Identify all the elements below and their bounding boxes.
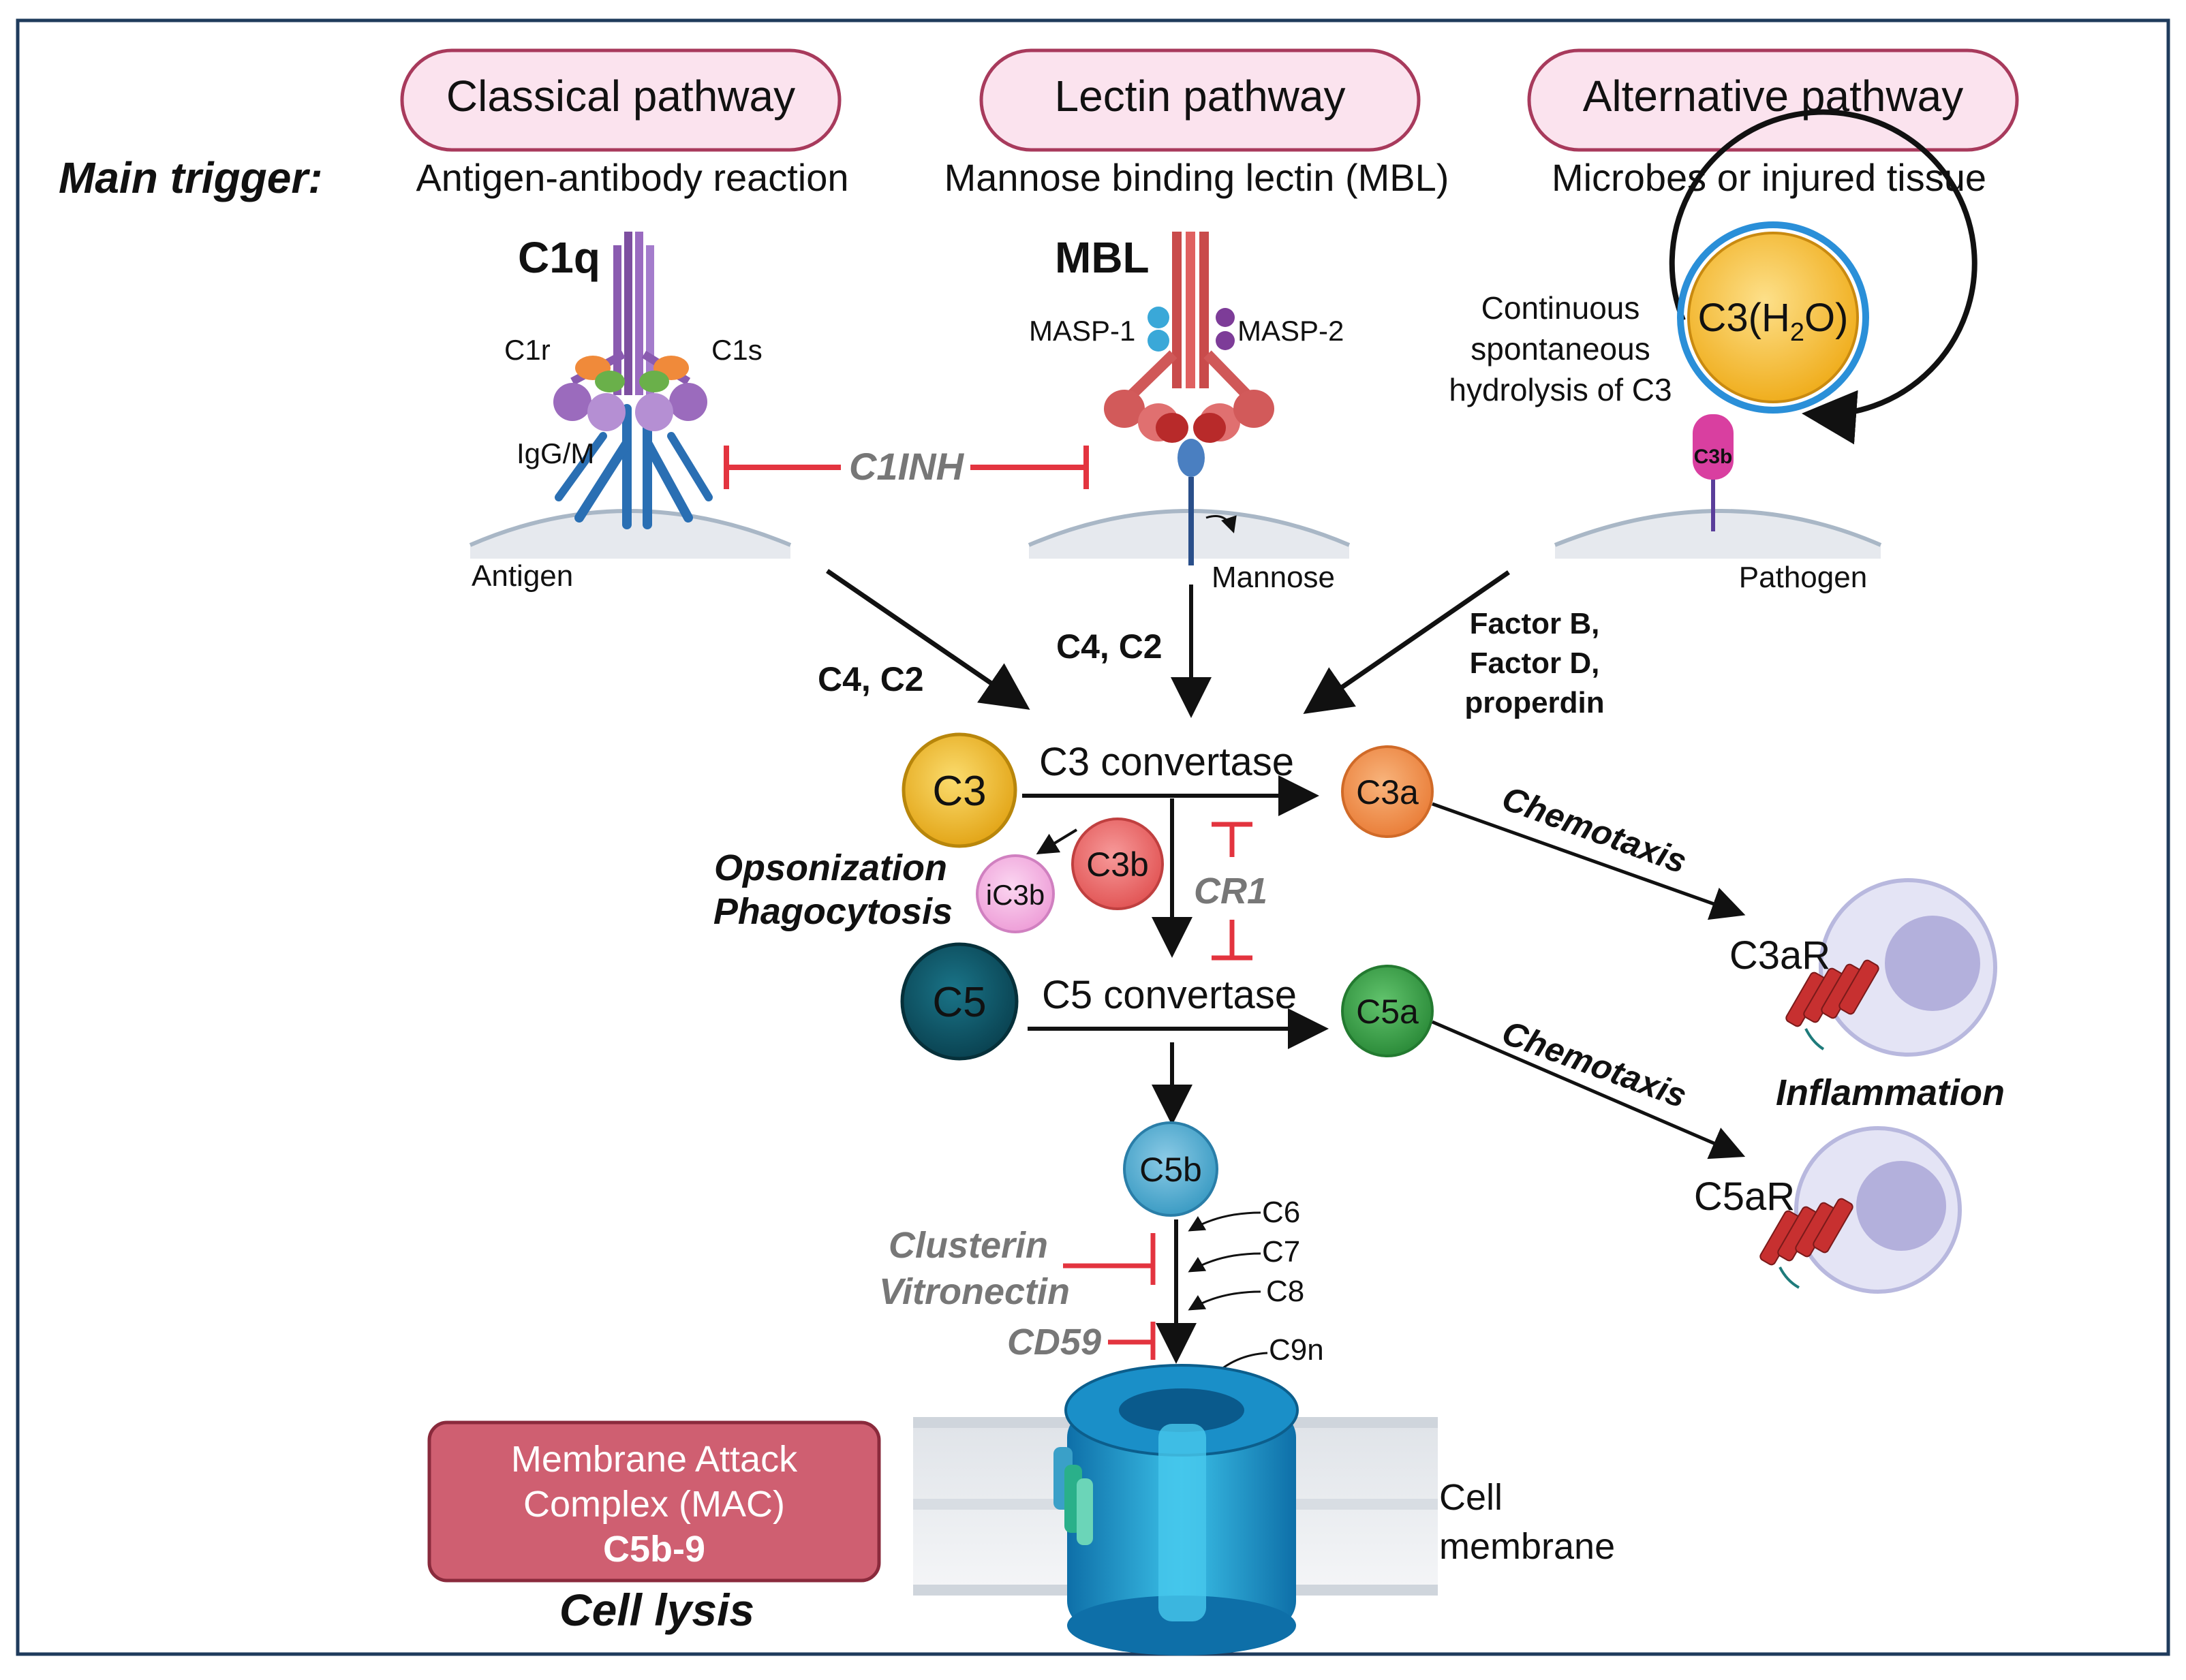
c1r-label: C1r: [504, 334, 551, 366]
c3-convertase-label: C3 convertase: [1039, 740, 1294, 784]
alt-factor-line1: Factor B,: [1470, 607, 1600, 640]
alt-factor-line2: Factor D,: [1470, 647, 1600, 680]
terminal-pathway: C6 C7 C8 C9n Clusterin Vitronectin CD59: [879, 1196, 1324, 1419]
hydrolysis-line3: hydrolysis of C3: [1449, 372, 1672, 407]
c5b-node: [1123, 1121, 1218, 1217]
c5-node: [900, 942, 1019, 1061]
lectin-mbl-illustration: MBL MASP-1 MASP-2 Mannose: [1028, 232, 1351, 594]
vitronectin-label: Vitronectin: [879, 1271, 1070, 1312]
c5-label: C5: [932, 979, 986, 1026]
c6-label: C6: [1262, 1196, 1300, 1229]
membrane-line1: Cell: [1439, 1477, 1503, 1518]
alternative-pathway-pill: Alternative pathway: [1527, 48, 2019, 152]
c1q-label: C1q: [518, 233, 600, 282]
igg-m-label: IgG/M: [517, 437, 594, 469]
alternative-trigger: Microbes or injured tissue: [1552, 156, 1986, 199]
mannose-label: Mannose: [1212, 561, 1335, 594]
mac-line1: Membrane Attack: [511, 1439, 798, 1480]
cd59-label: CD59: [1007, 1322, 1101, 1363]
pathogen-label: Pathogen: [1739, 561, 1867, 594]
c5a-label: C5a: [1356, 993, 1419, 1031]
masp1-label: MASP-1: [1029, 315, 1135, 347]
c8-label: C8: [1266, 1275, 1304, 1308]
mac-line3: C5b-9: [603, 1529, 705, 1570]
c3ar-label: C3aR: [1729, 933, 1830, 978]
c3-convertase-stage: C3 C3 convertase C3a C3b iC3b Opsonizati…: [713, 732, 1434, 961]
membrane-line2: membrane: [1439, 1526, 1615, 1567]
mac-line2: Complex (MAC): [523, 1484, 785, 1525]
hydrolysis-line2: spontaneous: [1471, 331, 1650, 367]
main-trigger-label: Main trigger:: [59, 153, 323, 202]
cell-lysis-label: Cell lysis: [559, 1585, 754, 1635]
antigen-label: Antigen: [472, 559, 573, 593]
phagocytosis-label: Phagocytosis: [713, 891, 953, 932]
c1inh-inhibitor: C1INH: [724, 445, 1089, 489]
lectin-pathway-title: Lectin pathway: [1055, 72, 1346, 121]
c1s-label: C1s: [711, 334, 763, 366]
ic3b-label: iC3b: [986, 879, 1045, 911]
inflammation-label: Inflammation: [1776, 1072, 2005, 1113]
lectin-factors: C4, C2: [1056, 627, 1163, 666]
c3-node: [902, 732, 1017, 848]
c3h2o-node: [1687, 232, 1859, 403]
masp2-label: MASP-2: [1237, 315, 1344, 347]
c3a-node: [1341, 745, 1434, 838]
c3-label: C3: [932, 768, 986, 815]
cr1-label: CR1: [1194, 871, 1267, 912]
c5b-label: C5b: [1139, 1151, 1202, 1189]
c5a-node: [1341, 965, 1434, 1057]
lectin-pathway-pill: Lectin pathway: [979, 48, 1421, 152]
classical-trigger: Antigen-antibody reaction: [416, 156, 848, 199]
classical-pathway-title: Classical pathway: [446, 72, 795, 121]
c3a-label: C3a: [1356, 773, 1419, 811]
c5-convertase-stage: C5 C5 convertase C5a C5b: [900, 942, 1434, 1217]
pathway-arrows: C4, C2 C4, C2 Factor B, Factor D, proper…: [818, 569, 1605, 719]
opsonization-label: Opsonization: [714, 847, 947, 888]
hydrolysis-line1: Continuous: [1481, 290, 1640, 326]
mac-pore: [1053, 1364, 1299, 1655]
clusterin-label: Clusterin: [889, 1225, 1048, 1266]
c3b-tag-label: C3b: [1694, 446, 1733, 468]
c5ar-label: C5aR: [1694, 1175, 1795, 1219]
ic3b-node: [976, 854, 1055, 933]
classical-pathway-pill: Classical pathway: [400, 48, 842, 152]
c3ar-cell: C3aR: [1729, 878, 1997, 1057]
c3b-label: C3b: [1086, 845, 1149, 884]
cr1-inhibitor: CR1: [1194, 822, 1267, 961]
alternative-c3h2o-illustration: C3(H2O) C3b Continuous spontaneous hydro…: [1449, 109, 1977, 594]
c3h2o-label: C3(H2O): [1698, 296, 1849, 347]
c3b-node: [1071, 818, 1164, 910]
classical-c1q-illustration: C1q C1r C1s IgG/M Antigen: [469, 232, 792, 593]
c7-label: C7: [1262, 1235, 1300, 1269]
mac-inhibitors: Clusterin Vitronectin CD59: [879, 1225, 1156, 1363]
c1inh-label: C1INH: [849, 445, 965, 488]
mac-label-box: Membrane Attack Complex (MAC) C5b-9: [427, 1420, 881, 1583]
alt-factor-line3: properdin: [1464, 686, 1604, 719]
lectin-trigger: Mannose binding lectin (MBL): [944, 156, 1449, 199]
c9n-label: C9n: [1269, 1333, 1324, 1367]
c5-convertase-label: C5 convertase: [1042, 973, 1297, 1017]
c5ar-cell: C5aR: [1694, 1126, 1962, 1294]
mbl-label: MBL: [1055, 233, 1150, 282]
classical-factors: C4, C2: [818, 660, 924, 698]
alternative-pathway-title: Alternative pathway: [1583, 72, 1964, 121]
